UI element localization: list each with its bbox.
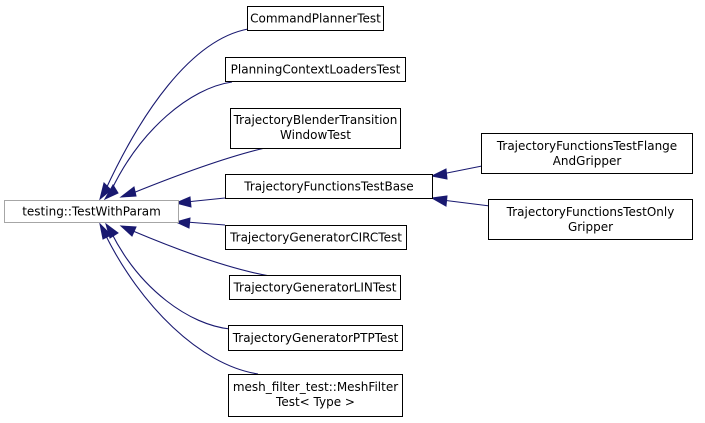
node-only-gripper[interactable]: TrajectoryFunctionsTestOnly Gripper [488,199,693,240]
node-lin[interactable]: TrajectoryGeneratorLINTest [229,275,401,300]
edge-circ [185,221,226,226]
arrowhead-command-planner [99,182,112,201]
node-lin-label: TrajectoryGeneratorLINTest [232,281,396,295]
node-ptp[interactable]: TrajectoryGeneratorPTPTest [228,325,403,351]
node-blender[interactable]: TrajectoryBlenderTransition WindowTest [230,108,401,149]
edges [104,28,491,375]
edge-mesh-filter [104,233,259,375]
node-blender-label-1: TrajectoryBlenderTransition [233,113,398,127]
node-only-gripper-label-1: TrajectoryFunctionsTestOnly [506,205,675,219]
node-blender-label-2: WindowTest [280,128,351,142]
arrowheads [99,168,448,240]
node-flange[interactable]: TrajectoryFunctionsTestFlange AndGripper [481,133,693,174]
arrowhead-mesh-filter [99,222,112,240]
node-flange-label-1: TrajectoryFunctionsTestFlange [496,139,677,153]
arrowhead-flange [430,168,448,180]
node-functions-base[interactable]: TrajectoryFunctionsTestBase [225,174,433,199]
node-mesh-filter-label-2: Test< Type > [275,395,355,409]
edge-only-gripper [441,199,491,207]
node-only-gripper-label-2: Gripper [568,220,613,234]
node-flange-label-2: AndGripper [553,154,622,168]
node-planning-context[interactable]: PlanningContextLoadersTest [225,57,406,82]
arrowhead-only-gripper [430,195,448,207]
edge-flange [441,165,483,175]
node-command-planner[interactable]: CommandPlannerTest [247,6,384,31]
arrowhead-circ [174,217,191,229]
node-command-planner-label: CommandPlannerTest [250,12,381,26]
arrowhead-planning-context [103,184,119,201]
edge-functions-base [185,197,226,203]
arrowhead-lin [119,225,137,237]
edge-command-planner [104,28,249,192]
node-functions-base-label: TrajectoryFunctionsTestBase [243,180,413,194]
node-mesh-filter-label-1: mesh_filter_test::MeshFilter [233,380,398,394]
edge-lin [132,230,271,277]
node-mesh-filter[interactable]: mesh_filter_test::MeshFilter Test< Type … [228,374,403,417]
edge-blender [132,147,266,194]
node-base[interactable]: testing::TestWithParam [4,200,179,223]
arrowhead-functions-base [174,196,192,208]
node-ptp-label: TrajectoryGeneratorPTPTest [232,331,399,345]
arrowhead-blender [119,186,137,198]
node-circ[interactable]: TrajectoryGeneratorCIRCTest [225,225,407,250]
edge-ptp [110,231,231,330]
node-circ-label: TrajectoryGeneratorCIRCTest [229,231,402,245]
edge-planning-context [110,81,233,192]
node-planning-context-label: PlanningContextLoadersTest [231,63,401,77]
node-base-label: testing::TestWithParam [22,205,161,219]
